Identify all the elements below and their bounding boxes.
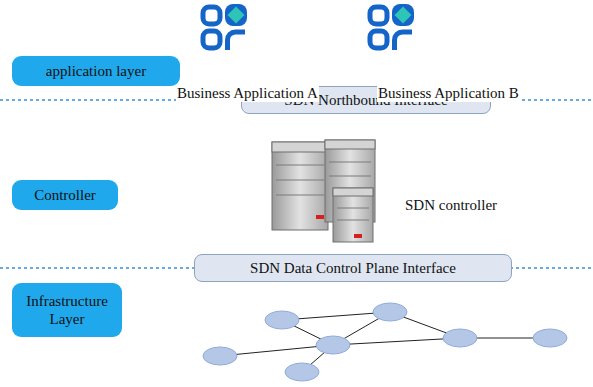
interface-box: SDN Data Control Plane Interface bbox=[194, 254, 512, 282]
layer-label: SDN Data Control Plane Interface bbox=[250, 259, 456, 277]
layer-box: application layer bbox=[12, 56, 180, 86]
layer-label: Controller bbox=[34, 186, 96, 204]
layer-label: Infrastructure Layer bbox=[21, 292, 113, 328]
application-name: Business Application A bbox=[176, 84, 319, 102]
layer-box: Infrastructure Layer bbox=[12, 283, 122, 337]
app-icon bbox=[370, 4, 414, 50]
application-name: Business Application B bbox=[377, 84, 520, 102]
app-icon bbox=[203, 4, 247, 50]
controller-name: SDN controller bbox=[404, 196, 498, 214]
server-icon bbox=[272, 140, 375, 242]
network-graph bbox=[203, 303, 567, 381]
layer-box: Controller bbox=[12, 180, 118, 210]
layer-label: application layer bbox=[46, 62, 146, 80]
